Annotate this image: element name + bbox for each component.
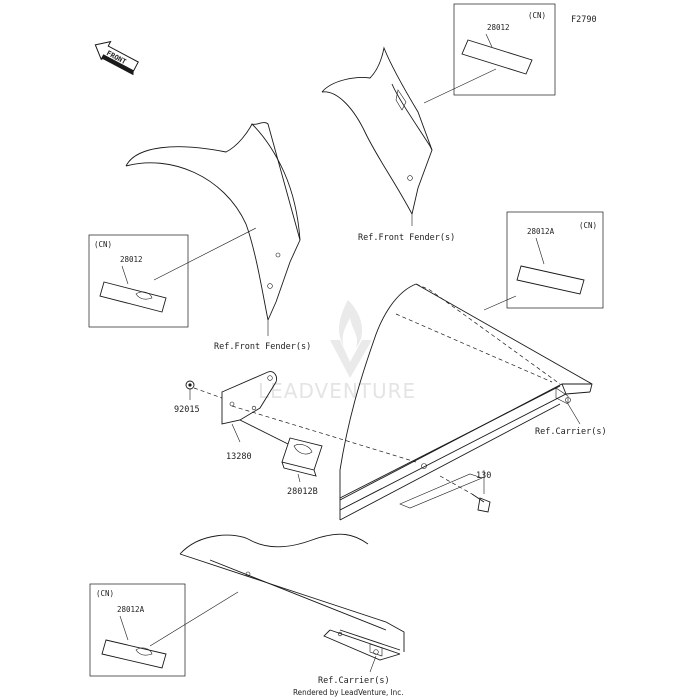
part-label-28012b: 28012B <box>287 487 318 497</box>
callout-region: (CN) <box>96 589 114 598</box>
decal-28012-icon <box>461 39 533 75</box>
footer-credit: Rendered by LeadVenture, Inc. <box>293 688 403 697</box>
front-fender-left: Ref.Front Fender(s) <box>125 122 311 352</box>
ref-carrier-right: Ref.Carrier(s) <box>535 427 607 437</box>
callout-region: (CN) <box>579 221 597 230</box>
part-label-92015: 92015 <box>174 405 200 415</box>
callout-part-number: 28012 <box>487 23 510 32</box>
carrier-bottom: Ref.Carrier(s) <box>179 533 405 686</box>
front-arrow: FRONT <box>94 40 139 76</box>
callout-box-bottom-left: (CN) 28012A <box>89 583 239 677</box>
front-fender-right: Ref.Front Fender(s) <box>321 46 455 243</box>
ref-carrier-bottom: Ref.Carrier(s) <box>318 676 390 686</box>
callout-part-number: 28012A <box>527 227 555 236</box>
decal-28012a-icon <box>101 639 167 669</box>
ref-front-fender-left: Ref.Front Fender(s) <box>214 342 311 352</box>
part-label-13280: 13280 <box>226 452 252 462</box>
leadventure-watermark: LEADVENTURE <box>258 300 416 403</box>
callout-part-number: 28012A <box>117 605 145 614</box>
carrier-right: Ref.Carrier(s) <box>339 283 607 521</box>
reflector-28012b: 28012B <box>281 437 323 497</box>
callout-region: (CN) <box>94 240 112 249</box>
callout-box-top-right: 28012 (CN) <box>423 3 556 104</box>
decal-28012-icon <box>99 281 167 313</box>
decal-28012a-icon <box>516 265 585 295</box>
figure-code: F2790 <box>571 15 597 25</box>
callout-part-number: 28012 <box>120 255 143 264</box>
callout-box-mid-right: 28012A (CN) <box>483 211 604 311</box>
ref-front-fender-right: Ref.Front Fender(s) <box>358 233 455 243</box>
callout-box-left: (CN) 28012 <box>88 227 257 328</box>
callout-region: (CN) <box>528 11 546 20</box>
watermark-text: LEADVENTURE <box>258 379 416 403</box>
bolt-130: 130 <box>439 470 491 513</box>
leader-bracket-to-carrier <box>231 405 417 463</box>
bracket-13280: 13280 <box>221 371 289 462</box>
screw-92015: 92015 <box>174 380 223 415</box>
part-label-130: 130 <box>476 471 491 481</box>
